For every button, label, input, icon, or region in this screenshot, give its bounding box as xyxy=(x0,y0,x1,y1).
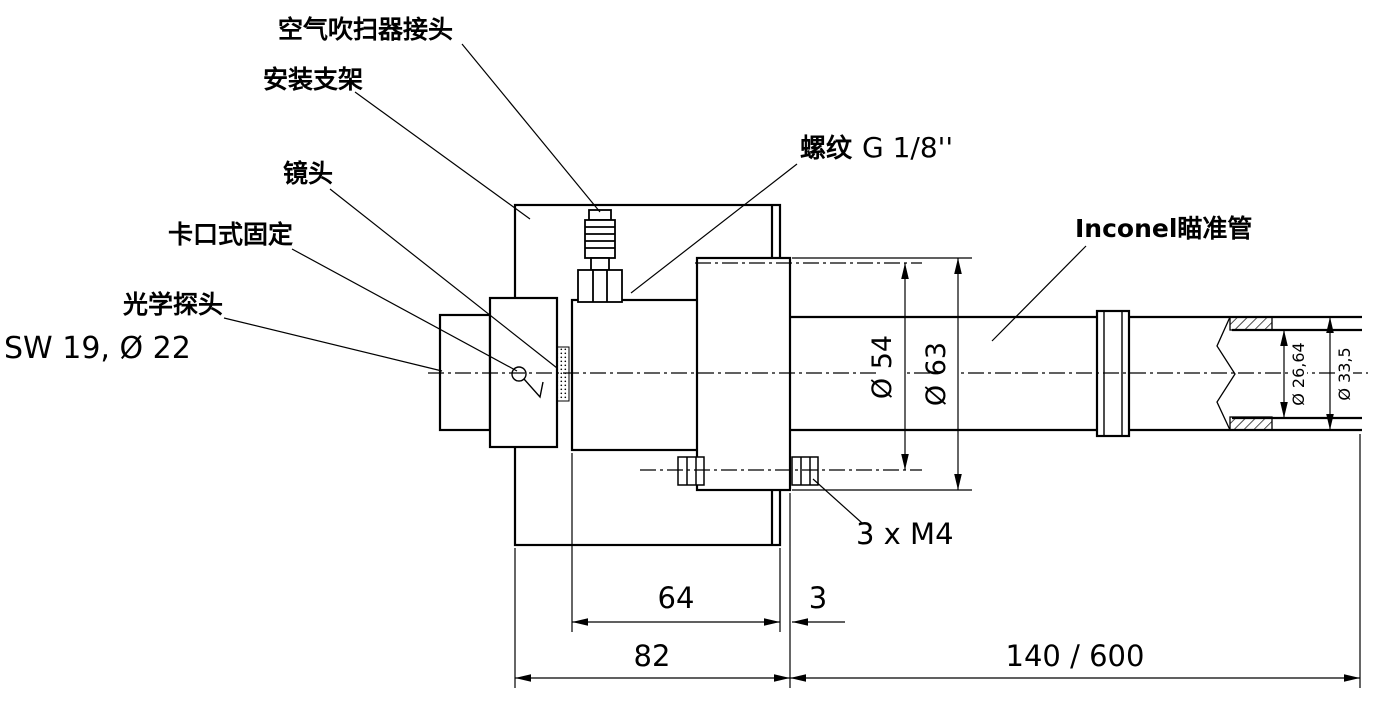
leader-bayonet xyxy=(291,248,518,372)
label-mounting-bracket: 安装支架 xyxy=(263,65,363,94)
dim-inner-diameter: Ø 26,64 xyxy=(1289,342,1308,405)
label-screw-count: 3 x M4 xyxy=(856,517,954,551)
label-wrench-size: SW 19, Ø 22 xyxy=(4,331,191,366)
label-thread: 螺纹 xyxy=(800,133,853,164)
label-air-purge-connector: 空气吹扫器接头 xyxy=(278,15,453,44)
dim-outer-diameter: Ø 33,5 xyxy=(1335,347,1354,400)
label-optical-head: 光学探头 xyxy=(122,290,223,319)
air-purge-fitting xyxy=(577,209,623,303)
flange xyxy=(695,256,792,492)
tube-section-break xyxy=(1216,316,1362,431)
dim-offset-3: 3 xyxy=(809,581,827,615)
label-thread-size: G 1/8'' xyxy=(862,131,953,164)
dim-length-82: 82 xyxy=(634,639,671,673)
sensor-body xyxy=(570,298,702,452)
leader-optical-head xyxy=(223,317,443,372)
leader-air-purge xyxy=(461,43,601,213)
dim-tube-length: 140 / 600 xyxy=(1006,639,1145,673)
label-sighting-tube: Inconel瞄准管 xyxy=(1075,214,1252,243)
bayonet-pin xyxy=(511,366,527,382)
label-bayonet-mount: 卡口式固定 xyxy=(168,220,293,249)
label-lens: 镜头 xyxy=(283,159,333,188)
fitting-hex-nut xyxy=(577,269,623,303)
bayonet-slot xyxy=(523,378,544,399)
leader-lines xyxy=(223,43,1087,524)
lens-element xyxy=(556,346,570,402)
leader-sighting-tube xyxy=(991,245,1087,342)
leader-m4 xyxy=(812,478,863,524)
dim-length-64: 64 xyxy=(658,581,695,615)
dim-diameter-54: Ø 54 xyxy=(867,335,898,399)
dim-diameter-63: Ø 63 xyxy=(921,342,952,406)
text-backgrounds xyxy=(878,330,1353,418)
dimension-lines xyxy=(514,257,1361,688)
leader-mounting-bracket xyxy=(354,91,531,220)
tube-wall-hatch-top xyxy=(1229,316,1273,331)
leader-thread xyxy=(630,163,798,294)
leader-lens xyxy=(329,188,558,369)
